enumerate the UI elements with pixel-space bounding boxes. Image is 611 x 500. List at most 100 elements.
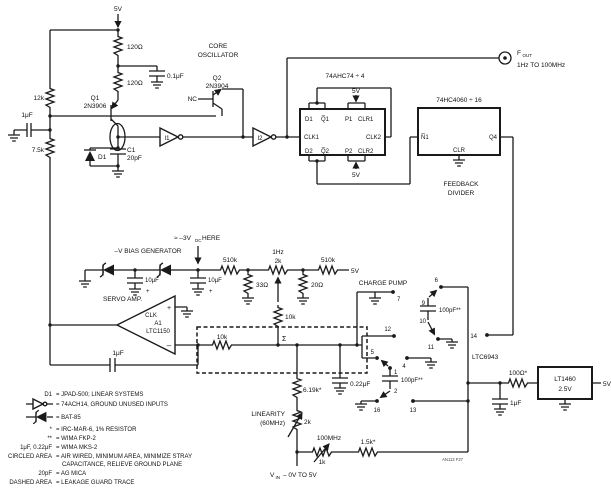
r7k5-label: 7.5k <box>32 147 45 154</box>
sum-r10k-label: 10k <box>217 334 228 341</box>
figure-ref: AN113 F27 <box>442 457 464 462</box>
bias-5v-label: 5V <box>351 268 360 275</box>
wires-divider <box>308 87 514 335</box>
r120-top-label: 120Ω <box>127 44 143 51</box>
ff-pin-p2: P2 <box>345 149 353 155</box>
note-text: = IRC-MAR-6, 1% RESISTOR <box>56 427 137 433</box>
note-text-cont: CAPACITANCE, RELIEVE GROUND PLANE <box>62 462 182 468</box>
cp-pin14: 14 <box>470 334 477 340</box>
cp-pin7: 7 <box>397 297 401 303</box>
bias-hint-post: HERE <box>202 235 221 242</box>
bias-hint-pre: ≈ –3V <box>174 235 192 242</box>
note-label: DASHED AREA <box>9 480 52 486</box>
hf-trim-val: 1k <box>319 459 327 466</box>
note-text: = AG MICA <box>56 471 86 477</box>
note-label: CIRCLED AREA <box>8 454 52 460</box>
ff-title: 74AHC74 ÷ 4 <box>326 73 365 80</box>
r-in-label: 1.5k* <box>361 439 376 446</box>
servo-cfb-label: 1μF <box>112 350 123 357</box>
cp-pin4: 4 <box>402 364 406 370</box>
servo-ref: A1 <box>154 321 162 327</box>
r-gain-label: 6.19k* <box>303 387 322 394</box>
ref-c-label: 1μF <box>510 400 521 407</box>
counter-title: 74HC4060 ÷ 16 <box>436 97 482 104</box>
cp-pin16: 16 <box>374 408 381 414</box>
note-label: ** <box>47 436 52 442</box>
linearity-label2: (60MHz) <box>260 420 285 427</box>
cp-pin12: 12 <box>384 327 391 333</box>
servo-minus: – <box>167 341 172 350</box>
ff-pin-clr1: CLR1 <box>358 117 374 123</box>
vin-label: V <box>270 472 275 479</box>
ff-pin-clk1: CLK1 <box>304 135 320 141</box>
note-text: = WIMA MKS-2 <box>56 445 98 451</box>
bias-c2-label: 10μF <box>208 278 222 284</box>
c-bypass-label: 0.1μF <box>167 73 184 80</box>
cp-pin5: 5 <box>371 350 375 356</box>
r120-mid-label: 120Ω <box>127 80 143 87</box>
cp-pin10: 10 <box>419 319 426 325</box>
ff-pin-q2b: Q̅2 <box>321 148 330 155</box>
hf-trim-label: 100MHz <box>317 435 341 442</box>
core-osc-title1: CORE <box>209 43 228 50</box>
note-label: 1μF, 0.22μF <box>20 445 52 451</box>
fout-connector <box>498 51 512 65</box>
servo-plus: + <box>167 305 171 312</box>
fout-sub: OUT <box>523 53 533 58</box>
capacitors <box>26 70 509 405</box>
cp-pin1: 1 <box>394 370 398 376</box>
labels: 5V 120Ω 0.1μF 120Ω Q1 2N3906 12k 1μF 7.5… <box>21 6 611 480</box>
supply-5v-label: 5V <box>114 6 123 13</box>
bias-c1-plus: + <box>146 289 150 295</box>
feedback-divider-2: DIVIDER <box>448 190 475 197</box>
nc-label: NC <box>188 96 198 103</box>
ff-pin-p1: P1 <box>345 117 353 123</box>
cp-pin2: 2 <box>394 389 398 395</box>
note-text: = WIMA FKP-2 <box>56 436 97 442</box>
bias-r33-label: 33Ω <box>256 282 268 289</box>
ltc6943-label: LTC6943 <box>472 354 499 361</box>
circled-area-marker <box>109 122 126 152</box>
bias-title: –V BIAS GENERATOR <box>115 248 182 255</box>
bias-pot-label: 1Hz <box>272 249 284 256</box>
charge-pump-title: CHARGE PUMP <box>359 280 407 287</box>
notes-block: D1 = JPAD-500; LINEAR SYSTEMS = 74ACH14,… <box>8 392 192 486</box>
ff-5v-top: 5V <box>352 88 361 95</box>
vin-sub: IN <box>276 475 281 480</box>
note-label: * <box>50 427 53 433</box>
servo-part: LTC1150 <box>146 329 170 335</box>
linearity-label1: LINEARITY <box>251 411 285 418</box>
servo-clk: CLK <box>145 313 157 319</box>
feedback-divider-1: FEEDBACK <box>443 181 479 188</box>
bias-r10k-label: 10k <box>285 314 296 321</box>
bias-r1-label: 510k <box>223 257 238 264</box>
note-label: 20pF <box>38 471 52 477</box>
inv1-label: I1 <box>164 136 170 142</box>
d1-ref: D1 <box>98 154 107 161</box>
ref-r-label: 100Ω* <box>509 370 528 377</box>
diodes <box>84 149 172 278</box>
opamp-ltc1150 <box>115 294 176 356</box>
ff-5v-bottom: 5V <box>352 172 361 179</box>
inverter-i1 <box>159 126 184 148</box>
c-in-label: 1μF <box>21 112 32 119</box>
bias-pot-val: 2k <box>275 258 283 265</box>
junction-dots <box>48 28 502 454</box>
cp-pin9: 9 <box>422 301 426 307</box>
lt1460-label: LT1460 <box>554 376 576 383</box>
cp-pin11: 11 <box>428 345 435 351</box>
note-text: = JPAD-500; LINEAR SYSTEMS <box>56 392 143 398</box>
counter-pin-clr: CLR <box>453 148 466 154</box>
c1-ref: C1 <box>127 147 136 154</box>
flipflop-74ahc74-box <box>299 108 386 156</box>
counter-pin-q4: Q4 <box>489 135 498 141</box>
note-label: D1 <box>44 392 52 398</box>
note-text: = AIR WIRED, MINIMUM AREA, MINIMIZE STRA… <box>56 454 192 460</box>
counter-pin-n1: N̅1 <box>421 134 429 141</box>
ff-pin-q1b: Q̅1 <box>321 116 330 123</box>
wires-core-oscillator <box>13 14 499 325</box>
fout-range: 1Hz TO 100MHz <box>517 62 565 69</box>
q2-part: 2N3904 <box>206 83 229 90</box>
inverter-i2 <box>252 126 277 148</box>
